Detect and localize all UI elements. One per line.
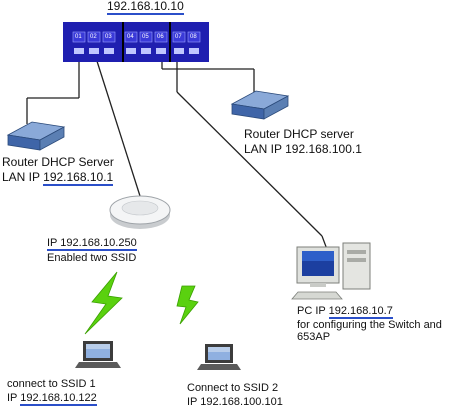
router-right-device bbox=[230, 90, 290, 120]
router-left-ip: 192.168.10.1 bbox=[43, 170, 114, 186]
laptop-right-label: Connect to SSID 2 IP 192.168.100.101 bbox=[187, 382, 283, 408]
router-left-lan: LAN IP 192.168.10.1 bbox=[2, 170, 114, 186]
pc-label: PC IP 192.168.10.7 for configuring the S… bbox=[297, 305, 442, 343]
pc-ip: 192.168.10.7 bbox=[328, 305, 393, 319]
wireless-bolt-right bbox=[176, 285, 199, 325]
laptop-left-ip-prefix: IP bbox=[7, 392, 21, 404]
port-label: 01 bbox=[75, 34, 82, 40]
access-point-label: IP 192.168.10.250 Enabled two SSID bbox=[47, 237, 137, 264]
router-left-lan-prefix: LAN IP bbox=[2, 170, 44, 184]
wireless-bolt-left bbox=[84, 271, 123, 335]
port-label: 04 bbox=[127, 34, 134, 40]
pc-ip-prefix: PC IP bbox=[297, 305, 329, 317]
pc-note-2: 653AP bbox=[297, 331, 331, 343]
laptop-right-ssid: Connect to SSID 2 bbox=[187, 382, 279, 394]
router-right-label: Router DHCP server LAN IP 192.168.100.1 bbox=[244, 128, 362, 156]
laptop-right-ip: IP 192.168.100.101 bbox=[187, 396, 283, 408]
switch-ip-label: 192.168.10.10 bbox=[107, 0, 184, 15]
router-left-title: Router DHCP Server bbox=[2, 155, 114, 169]
switch-device bbox=[63, 22, 209, 62]
router-left-device bbox=[6, 121, 66, 151]
switch-ip: 192.168.10.10 bbox=[107, 0, 184, 15]
laptop-right-device bbox=[197, 344, 241, 370]
port-label: 02 bbox=[90, 34, 97, 40]
laptop-left-label: connect to SSID 1 IP 192.168.10.122 bbox=[7, 378, 97, 406]
router-left-label: Router DHCP Server LAN IP 192.168.10.1 bbox=[2, 155, 114, 186]
port-label: 06 bbox=[157, 34, 164, 40]
laptop-left-ip-line: IP 192.168.10.122 bbox=[7, 392, 97, 406]
router-right-title: Router DHCP server bbox=[244, 127, 354, 141]
cable-switch-ap bbox=[95, 57, 141, 197]
port-label: 05 bbox=[142, 34, 149, 40]
pc-ip-line: PC IP 192.168.10.7 bbox=[297, 305, 442, 319]
pc-note-1: for configuring the Switch and bbox=[297, 319, 442, 331]
router-right-lan: LAN IP 192.168.100.1 bbox=[244, 142, 362, 156]
access-point-device bbox=[109, 195, 171, 229]
access-point-note: Enabled two SSID bbox=[47, 252, 137, 264]
port-label: 03 bbox=[105, 34, 112, 40]
port-label: 08 bbox=[190, 34, 197, 40]
access-point-ip: IP 192.168.10.250 bbox=[47, 237, 137, 251]
laptop-left-ssid: connect to SSID 1 bbox=[7, 378, 96, 390]
laptop-left-ip: 192.168.10.122 bbox=[20, 392, 97, 406]
pc-device bbox=[291, 242, 371, 300]
laptop-left-device bbox=[75, 341, 121, 368]
port-label: 07 bbox=[175, 34, 182, 40]
